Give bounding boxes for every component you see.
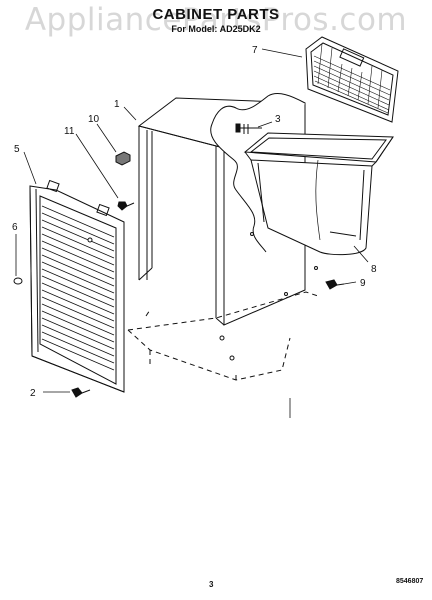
callout-7: 7 — [252, 45, 258, 56]
part-block-10 — [115, 151, 131, 166]
callout-3: 3 — [275, 114, 281, 125]
callout-9: 9 — [360, 278, 366, 289]
diagram-subtitle: For Model: AD25DK2 — [171, 24, 261, 34]
callout-1: 1 — [114, 99, 120, 110]
base-hole — [229, 355, 235, 361]
part-plug-6 — [13, 277, 23, 285]
part-water-bucket — [243, 132, 394, 256]
part-screw-11 — [117, 201, 135, 211]
part-screw-2 — [71, 387, 91, 398]
callout-11: 11 — [64, 126, 75, 137]
base-outline-dashed — [127, 291, 319, 381]
part-front-grille — [29, 179, 125, 393]
callout-8: 8 — [371, 264, 377, 275]
leader-lines — [15, 48, 369, 418]
part-screw-9 — [325, 279, 345, 290]
base-hole — [219, 335, 225, 341]
page-number: 3 — [209, 580, 214, 589]
part-screw-3 — [235, 123, 262, 134]
callout-6: 6 — [12, 222, 18, 233]
document-code: 8546807 — [396, 578, 424, 585]
part-top-grille — [305, 36, 399, 123]
callout-2: 2 — [30, 388, 36, 399]
diagram-title: CABINET PARTS — [152, 6, 280, 23]
callout-10: 10 — [88, 114, 100, 125]
callout-5: 5 — [14, 144, 20, 155]
